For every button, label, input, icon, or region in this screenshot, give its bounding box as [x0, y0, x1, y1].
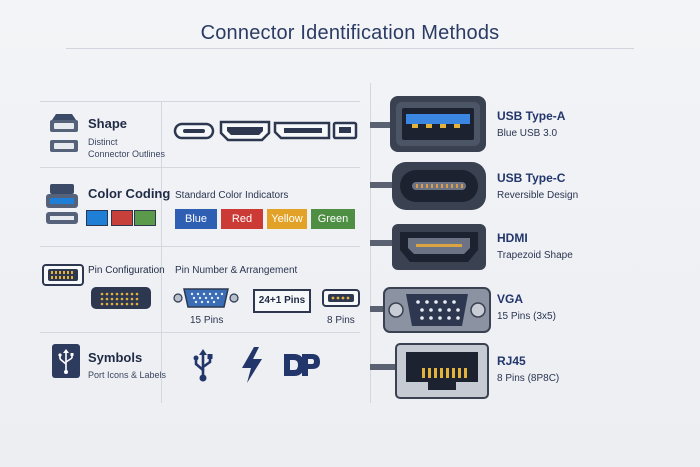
vga-pin-example-icon	[172, 285, 240, 316]
pin-caption-24-1: 24+1 Pins	[253, 289, 311, 313]
displayport-outline-icon	[273, 121, 331, 140]
shape-icon	[46, 112, 82, 165]
usb-c-outline-icon	[173, 122, 215, 140]
title-divider	[66, 48, 634, 49]
rj45-connector-image	[370, 342, 494, 405]
usb-port-icon	[52, 344, 80, 378]
vga-subtitle: 15 Pins (3x5)	[497, 311, 556, 322]
hdmi-outline-icon	[219, 120, 271, 142]
shape-method-subtitle-line1: Distinct	[88, 137, 118, 147]
color-chip-yellow: Yellow	[267, 209, 307, 229]
vga-title: VGA	[497, 292, 524, 306]
rj45-title: RJ45	[497, 354, 526, 368]
vga-connector-image	[370, 284, 494, 341]
thunderbolt-icon	[240, 346, 264, 389]
pin-caption-15: 15 Pins	[190, 315, 224, 326]
color-chip-blue: Blue	[175, 209, 217, 229]
row-divider	[40, 332, 360, 333]
usb-type-c-connector-image	[370, 160, 494, 217]
usb-type-a-title: USB Type-A	[497, 109, 566, 123]
mini-port-outline-icon	[332, 121, 358, 140]
eight-pin-example-icon	[322, 289, 360, 312]
hdmi-connector-image	[370, 222, 494, 277]
hdmi-subtitle: Trapezoid Shape	[497, 250, 573, 261]
usb-type-a-subtitle: Blue USB 3.0	[497, 128, 558, 139]
rj45-subtitle: 8 Pins (8P8C)	[497, 373, 560, 384]
pin-arrangement-heading: Pin Number & Arrangement	[175, 265, 298, 276]
color-chip-green: Green	[311, 209, 355, 229]
usb-type-c-title: USB Type-C	[497, 171, 566, 185]
green-swatch	[134, 210, 156, 226]
usb-type-c-subtitle: Reversible Design	[497, 190, 579, 201]
shape-method-title: Shape	[88, 116, 128, 131]
shape-method-subtitle-line2: Connector Outlines	[88, 149, 166, 159]
color-coding-method-title: Color Coding	[88, 186, 171, 201]
blue-swatch	[86, 210, 108, 226]
connector-outlines	[173, 118, 364, 149]
symbols-method-subtitle: Port Icons & Labels	[88, 370, 167, 380]
pin-caption-8: 8 Pins	[327, 315, 355, 326]
hdmi-title: HDMI	[497, 231, 528, 245]
row-divider	[40, 101, 360, 102]
symbols-method-title: Symbols	[88, 350, 143, 365]
usb-symbol-icon	[190, 348, 216, 389]
usb-type-a-connector-image	[370, 94, 494, 159]
pin-configuration-method-title: Pin Configuration	[88, 265, 165, 276]
row-divider	[40, 167, 360, 168]
page-title: Connector Identification Methods	[200, 22, 500, 44]
row-divider	[40, 246, 360, 247]
usb-color-icon	[44, 182, 80, 233]
color-chip-red: Red	[221, 209, 263, 229]
displayport-icon	[282, 352, 322, 383]
column-divider	[161, 101, 162, 403]
red-swatch	[111, 210, 133, 226]
dvi-connector-icon	[90, 286, 152, 315]
color-indicators-heading: Standard Color Indicators	[175, 190, 289, 201]
pin-connector-icon	[42, 264, 84, 291]
